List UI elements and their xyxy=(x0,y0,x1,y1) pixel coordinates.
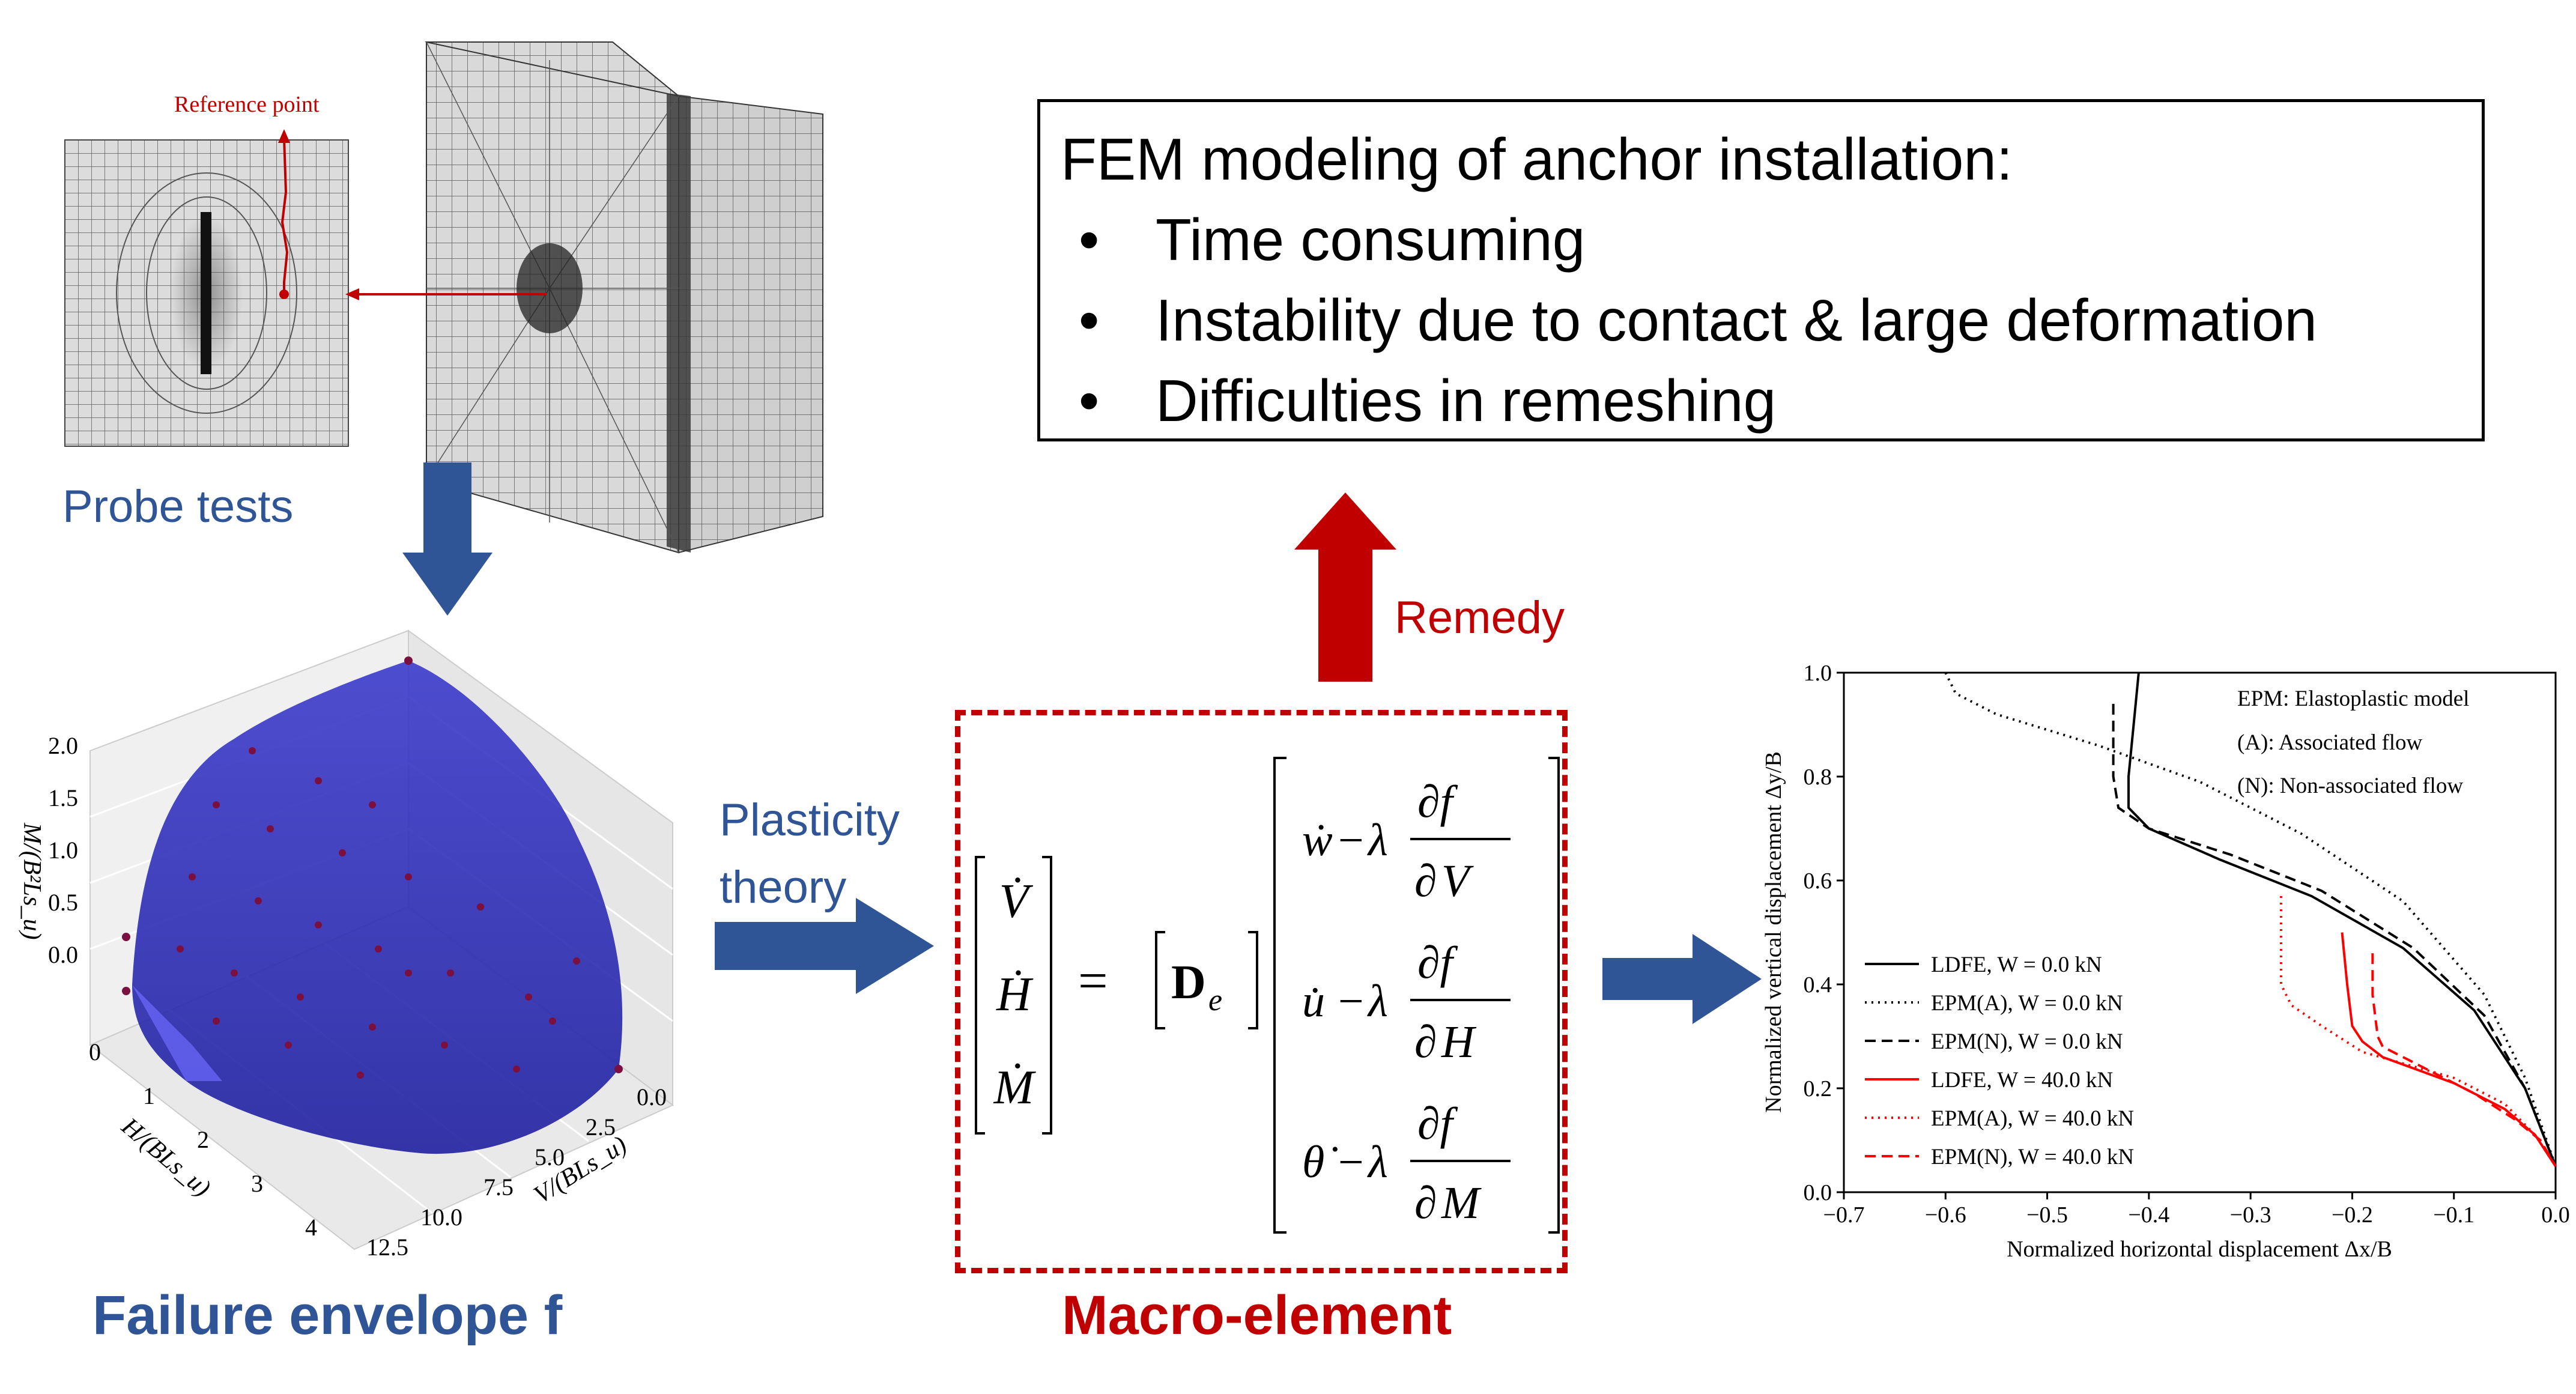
reference-point-label: Reference point xyxy=(174,92,320,117)
v-tick: 5.0 xyxy=(535,1144,565,1171)
x-tick-label: −0.3 xyxy=(2230,1202,2271,1228)
deriv-m: M xyxy=(1441,1178,1482,1228)
legend-label: EPM(N), W = 0.0 kN xyxy=(1931,1029,2123,1054)
lambda-3: λ xyxy=(1367,1137,1388,1187)
minus-2: − xyxy=(1338,976,1364,1026)
matrix-d-sub: e xyxy=(1208,983,1222,1017)
partial-3: ∂ xyxy=(1414,1178,1437,1228)
right-arrow-1 xyxy=(715,898,934,994)
chart-note: (N): Non-associated flow xyxy=(2237,774,2463,798)
fem-modeling-box: FEM modeling of anchor installation: Tim… xyxy=(1037,99,2485,441)
rate-w-dot: ẇ xyxy=(1302,815,1333,865)
df-1: ∂f xyxy=(1417,777,1458,827)
lhs-h-dot: Ḣ xyxy=(996,968,1034,1021)
v-tick: 7.5 xyxy=(483,1174,514,1201)
rate-u-dot: u̇ xyxy=(1302,976,1325,1026)
right-arrow-2 xyxy=(1602,934,1762,1024)
minus-3: − xyxy=(1338,1137,1364,1187)
legend-label: EPM(N), W = 40.0 kN xyxy=(1931,1145,2134,1169)
series-line xyxy=(2112,703,2557,1167)
y-tick-label: 1.0 xyxy=(1804,661,1832,686)
df-3: ∂f xyxy=(1417,1099,1458,1149)
probe-tests-label: Probe tests xyxy=(62,481,294,532)
fem-bullet-item: Time consuming xyxy=(1061,199,2482,280)
fem-bullet-list: Time consuming Instability due to contac… xyxy=(1061,199,2482,441)
z-tick: 2.0 xyxy=(48,732,78,759)
y-tick-label: 0.6 xyxy=(1804,868,1832,894)
x-tick-label: −0.5 xyxy=(2026,1202,2068,1228)
lambda-2: λ xyxy=(1367,976,1388,1026)
v-tick: 2.5 xyxy=(586,1114,616,1141)
deriv-h: H xyxy=(1441,1017,1477,1067)
legend-label: EPM(A), W = 0.0 kN xyxy=(1931,991,2123,1016)
y-tick-label: 0.2 xyxy=(1804,1076,1832,1102)
h-tick: 2 xyxy=(197,1126,209,1153)
v-tick: 0.0 xyxy=(637,1083,667,1111)
fem-box-title: FEM modeling of anchor installation: xyxy=(1061,126,2013,192)
v-tick: 12.5 xyxy=(366,1234,408,1261)
remedy-label: Remedy xyxy=(1395,592,1565,643)
macro-element-title: Macro-element xyxy=(1062,1285,1452,1346)
legend-label: LDFE, W = 40.0 kN xyxy=(1931,1068,2113,1092)
series-line xyxy=(2341,932,2557,1167)
series-line xyxy=(2371,953,2557,1167)
minus-1: − xyxy=(1338,815,1364,865)
x-tick-label: −0.6 xyxy=(1925,1202,1966,1228)
x-tick-label: 0.0 xyxy=(2541,1202,2570,1228)
y-tick-label: 0.8 xyxy=(1804,765,1832,790)
z-tick: 0.0 xyxy=(48,941,78,968)
legend-label: EPM(A), W = 40.0 kN xyxy=(1931,1106,2134,1131)
partial-2: ∂ xyxy=(1414,1017,1437,1067)
chart-note: EPM: Elastoplastic model xyxy=(2237,686,2469,711)
mesh-2d-section xyxy=(64,139,349,447)
reference-pointer xyxy=(278,129,547,300)
z-axis-label: M/(B²Ls_u) xyxy=(18,822,46,940)
equals-sign: = xyxy=(1078,952,1108,1010)
down-arrow xyxy=(402,462,492,616)
plasticity-line1: Plasticity xyxy=(720,795,900,846)
chart-note: (A): Associated flow xyxy=(2237,730,2423,755)
legend-label: LDFE, W = 0.0 kN xyxy=(1931,953,2102,977)
x-tick-label: −0.1 xyxy=(2433,1202,2474,1228)
failure-envelope-plot: 2.0 1.5 1.0 0.5 0.0 M/(B²Ls_u) 0 1 2 3 4… xyxy=(18,629,674,1261)
z-tick: 1.0 xyxy=(48,837,78,864)
y-axis-label: Normalized vertical displacement Δy/B xyxy=(1761,751,1786,1113)
y-tick-label: 0.4 xyxy=(1804,972,1832,998)
deriv-v: V xyxy=(1441,856,1474,906)
y-tick-label: 0.0 xyxy=(1804,1180,1832,1205)
x-tick-label: −0.4 xyxy=(2128,1202,2169,1228)
df-2: ∂f xyxy=(1417,938,1458,988)
plasticity-theory-label: Plasticity theory xyxy=(720,787,900,921)
failure-envelope-title: Failure envelope f xyxy=(92,1285,563,1346)
x-axis-label: Normalized horizontal displacement Δx/B xyxy=(2007,1237,2392,1262)
rate-theta-dot: θ̇ xyxy=(1302,1137,1338,1187)
fem-bullet-item: Difficulties in remeshing xyxy=(1061,360,2482,441)
mesh-3d-block xyxy=(425,41,823,554)
macro-element-box xyxy=(955,710,1568,1273)
h-tick: 0 xyxy=(89,1038,101,1065)
lambda-1: λ xyxy=(1367,815,1388,865)
x-tick-label: −0.7 xyxy=(1823,1202,1865,1228)
series-line xyxy=(2279,896,2557,1167)
h-tick: 4 xyxy=(305,1214,317,1241)
v-tick: 10.0 xyxy=(420,1204,462,1231)
lhs-m-dot: Ṁ xyxy=(993,1061,1037,1114)
matrix-d: D xyxy=(1171,956,1206,1009)
fem-bullet-item: Instability due to contact & large defor… xyxy=(1061,280,2482,360)
x-tick-label: −0.2 xyxy=(2332,1202,2373,1228)
z-tick: 0.5 xyxy=(48,889,78,916)
plot-frame xyxy=(1843,671,2557,1193)
macro-element-equation: V̇ Ḣ Ṁ = D e ẇ − λ ∂f ∂ V u̇ − λ ∂f ∂ H … xyxy=(975,757,1560,1234)
h-tick: 3 xyxy=(251,1170,263,1197)
remedy-arrow xyxy=(1294,492,1396,682)
partial-1: ∂ xyxy=(1414,856,1437,906)
displacement-chart: −0.7 −0.6 −0.5 −0.4 −0.3 −0.2 −0.1 0.0 0.0 0.2 0.… xyxy=(1761,661,2570,1262)
z-tick: 1.5 xyxy=(48,784,78,811)
plasticity-line2: theory xyxy=(720,862,847,913)
h-tick: 1 xyxy=(143,1082,155,1109)
lhs-v-dot: V̇ xyxy=(999,875,1034,928)
